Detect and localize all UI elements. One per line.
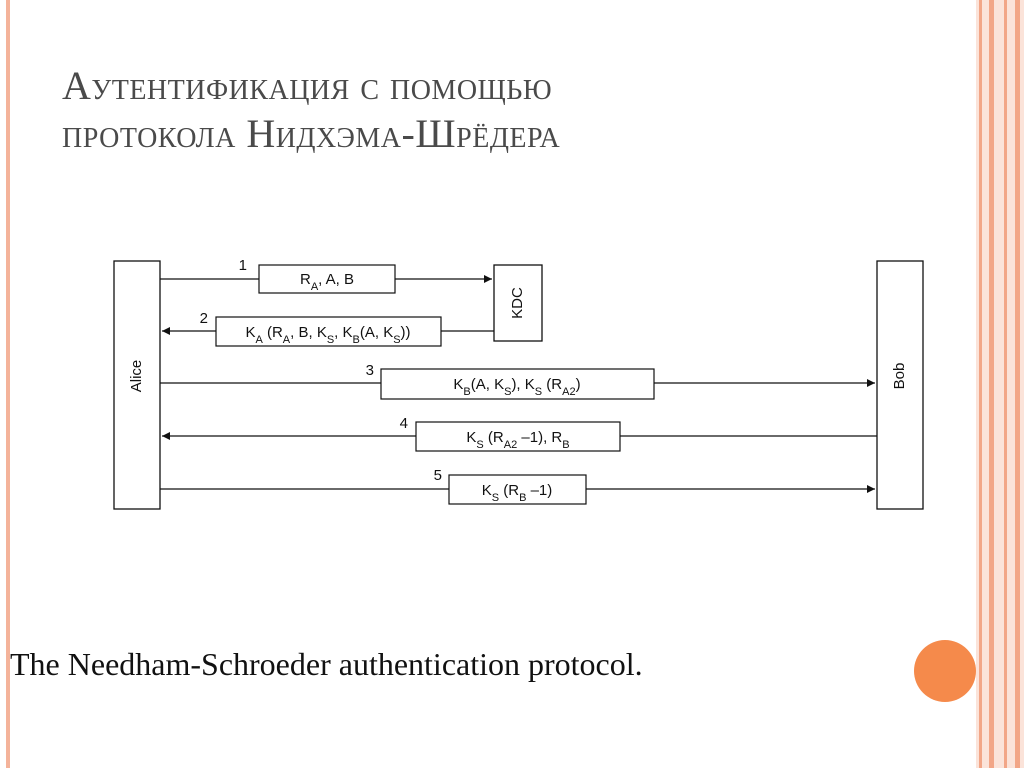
slide-title-line-1: Аутентификация с помощью bbox=[62, 63, 553, 108]
decorative-circle bbox=[914, 640, 976, 702]
message-4-content: KS (RA2 –1), RB bbox=[466, 429, 569, 451]
right-frame-stripe bbox=[989, 0, 994, 768]
message-3: KB(A, KS), KS (RA2) 3 bbox=[160, 362, 875, 400]
slide-title: Аутентификация с помощью протокола Нидхэ… bbox=[62, 62, 942, 158]
message-5: KS (RB –1) 5 bbox=[160, 467, 875, 505]
message-5-number: 5 bbox=[434, 467, 442, 484]
kdc-label: KDC bbox=[509, 287, 526, 319]
bob-lane: Bob bbox=[876, 260, 924, 510]
message-5-content: KS (RB –1) bbox=[482, 482, 553, 504]
alice-label: Alice bbox=[128, 360, 145, 393]
kdc-box: KDC bbox=[493, 264, 543, 342]
message-3-content: KB(A, KS), KS (RA2) bbox=[453, 376, 580, 398]
message-4: KS (RA2 –1), RB 4 bbox=[162, 415, 877, 452]
message-3-number: 3 bbox=[366, 362, 374, 379]
message-2: KA (RA, B, KS, KB(A, KS)) 2 bbox=[162, 310, 494, 347]
message-2-number: 2 bbox=[200, 310, 208, 327]
message-1-number: 1 bbox=[239, 257, 247, 274]
bob-label: Bob bbox=[891, 363, 908, 390]
right-frame-stripe bbox=[1004, 0, 1007, 768]
slide-title-line-2: протокола Нидхэма-Шрёдера bbox=[62, 111, 561, 156]
left-frame-line bbox=[6, 0, 10, 768]
diagram-caption: The Needham-Schroeder authentication pro… bbox=[10, 646, 643, 682]
message-4-number: 4 bbox=[400, 415, 408, 432]
alice-lane: Alice bbox=[113, 260, 161, 510]
message-1: RA, A, B 1 bbox=[160, 257, 492, 294]
right-frame-stripe bbox=[979, 0, 982, 768]
right-frame-stripe bbox=[1015, 0, 1020, 768]
